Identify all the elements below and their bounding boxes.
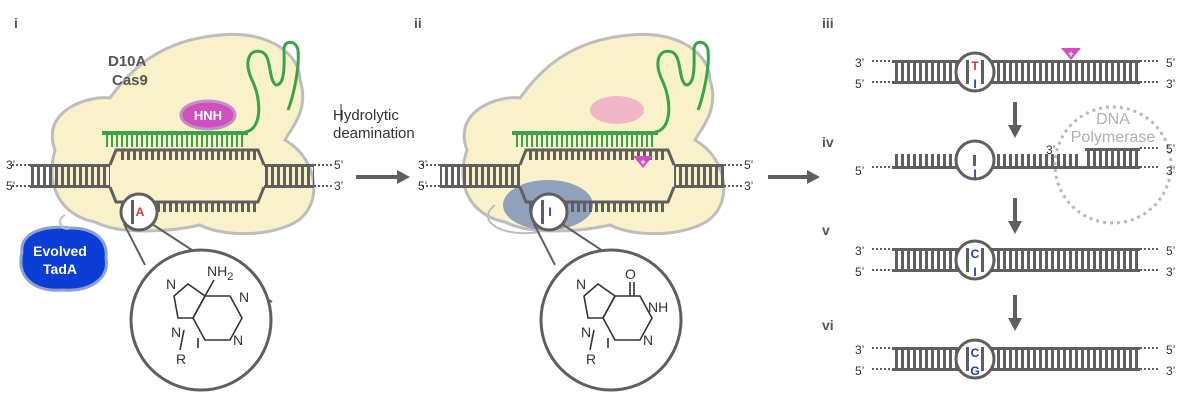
base-a: A bbox=[136, 205, 145, 219]
dna-polymerase bbox=[1053, 105, 1173, 225]
chem-n-i2: N bbox=[643, 332, 653, 348]
dna-bubble-bottom-ticks-i bbox=[118, 202, 256, 212]
end-5-right-ii: 5’ bbox=[744, 158, 753, 172]
hnh-domain bbox=[179, 99, 237, 131]
panel-label-ii: ii bbox=[414, 15, 422, 31]
dna-bubble-top-ticks-i bbox=[118, 150, 256, 160]
end-5-left-iii: 5’ bbox=[855, 77, 864, 91]
panel-i: i D10A Cas9 HNH 3’ 5’ 5’ 3’ bbox=[6, 15, 343, 392]
chem-n-i3: N bbox=[581, 324, 591, 340]
chem-r-a: R bbox=[176, 351, 186, 367]
end-5-left-iv: 5’ bbox=[855, 164, 864, 178]
end-3-right-v: 3’ bbox=[1166, 265, 1175, 279]
panel-label-iii: iii bbox=[822, 15, 834, 31]
dna-duplex-iii bbox=[892, 62, 1140, 82]
guide-rna-strand bbox=[102, 131, 248, 135]
polymerase-label: Polymerase bbox=[1071, 129, 1156, 146]
dna-right-rungs-i bbox=[264, 166, 314, 186]
cas9-label: Cas9 bbox=[112, 72, 148, 89]
dna-duplex-vi bbox=[892, 349, 1140, 369]
tada-label: TadA bbox=[43, 261, 77, 277]
chem-n-a2: N bbox=[239, 289, 249, 305]
base-c-v: C bbox=[971, 247, 980, 261]
end-3-right-vi: 3’ bbox=[1166, 364, 1175, 378]
panel-label-iv: iv bbox=[822, 134, 834, 150]
end-5-right-iii: 5’ bbox=[1166, 56, 1175, 70]
zoom-circle-small-ii bbox=[529, 192, 569, 232]
d10a-label: D10A bbox=[108, 53, 147, 70]
end-3-right-i: 3’ bbox=[334, 179, 343, 193]
chem-n-a4: N bbox=[171, 324, 181, 340]
panel-ii: ii 3’ 5’ 5’ 3’ + I bbox=[414, 15, 753, 392]
dna-label: DNA bbox=[1096, 111, 1130, 128]
zoom-circle-large-ii bbox=[539, 248, 683, 392]
ssdna-strand-iv bbox=[892, 166, 1140, 169]
base-i-v: I bbox=[973, 265, 976, 279]
dna-left-rungs-i bbox=[30, 166, 110, 186]
guide-rna-ticks bbox=[104, 135, 246, 147]
end-3-right-ii: 3’ bbox=[744, 179, 753, 193]
end-3-right-iii: 3’ bbox=[1166, 77, 1175, 91]
end-5-left-i: 5’ bbox=[6, 179, 15, 193]
nick-marker-iii bbox=[1061, 48, 1081, 60]
end-3-primer-iv: 3’ bbox=[1046, 143, 1055, 157]
chem-r-i: R bbox=[586, 351, 596, 367]
panel-label-v: v bbox=[822, 222, 830, 238]
panel-label-i: i bbox=[14, 15, 18, 31]
deamination-label: deamination bbox=[333, 125, 415, 142]
svg-text:+: + bbox=[640, 157, 645, 167]
end-5-right-vi: 5’ bbox=[1166, 343, 1175, 357]
hydrolytic-label: Hydrolytic bbox=[333, 107, 399, 124]
dna-duplex-v bbox=[892, 250, 1140, 270]
adenine-structure bbox=[173, 279, 243, 351]
end-5-right-v: 5’ bbox=[1166, 244, 1175, 258]
end-5-left-v: 5’ bbox=[855, 265, 864, 279]
zoom-circle-small-i bbox=[119, 192, 159, 232]
chem-o: O bbox=[625, 266, 636, 282]
panel-label-vi: vi bbox=[822, 317, 834, 333]
chem-nh-i: NH bbox=[648, 299, 668, 315]
end-3-left-ii: 3’ bbox=[418, 158, 427, 172]
chem-nh2-a: NH2 bbox=[207, 263, 233, 283]
base-t-iii: T bbox=[971, 59, 979, 73]
base-i-ii: I bbox=[548, 205, 551, 219]
svg-text:+: + bbox=[1068, 49, 1073, 59]
inosine-structure bbox=[583, 282, 653, 351]
guide-rna-hairpin bbox=[244, 40, 300, 134]
zoom-circle-large-i bbox=[129, 248, 273, 392]
hnh-label: HNH bbox=[194, 108, 222, 123]
evolved-label: Evolved bbox=[33, 243, 87, 259]
base-i-iv: I bbox=[973, 167, 976, 181]
panel-iii-vi: iii iv v vi T I + 3’ 5’ 5’ 3’ I DNA bbox=[822, 15, 1175, 380]
end-3-left-v: 3’ bbox=[855, 244, 864, 258]
end-3-left-i: 3’ bbox=[6, 158, 15, 172]
end-3-left-iii: 3’ bbox=[855, 56, 864, 70]
hnh-domain-ii bbox=[590, 96, 644, 124]
base-g-vi: G bbox=[970, 364, 979, 378]
base-i-iii: I bbox=[973, 77, 976, 91]
end-3-right-iv: 3’ bbox=[1166, 164, 1175, 178]
chem-n-a3: N bbox=[233, 332, 243, 348]
end-3-left-vi: 3’ bbox=[855, 343, 864, 357]
base-c-vi: C bbox=[971, 346, 980, 360]
end-5-right-i: 5’ bbox=[334, 158, 343, 172]
evolved-tada bbox=[19, 225, 108, 292]
chem-n-a1: N bbox=[166, 276, 176, 292]
guide-rna-hairpin-ii bbox=[654, 40, 710, 134]
chem-n-i1: N bbox=[576, 276, 586, 292]
end-5-left-ii: 5’ bbox=[418, 179, 427, 193]
nick-marker-ii bbox=[633, 156, 653, 168]
end-5-right-iv: 5’ bbox=[1166, 142, 1175, 156]
end-5-left-vi: 5’ bbox=[855, 364, 864, 378]
